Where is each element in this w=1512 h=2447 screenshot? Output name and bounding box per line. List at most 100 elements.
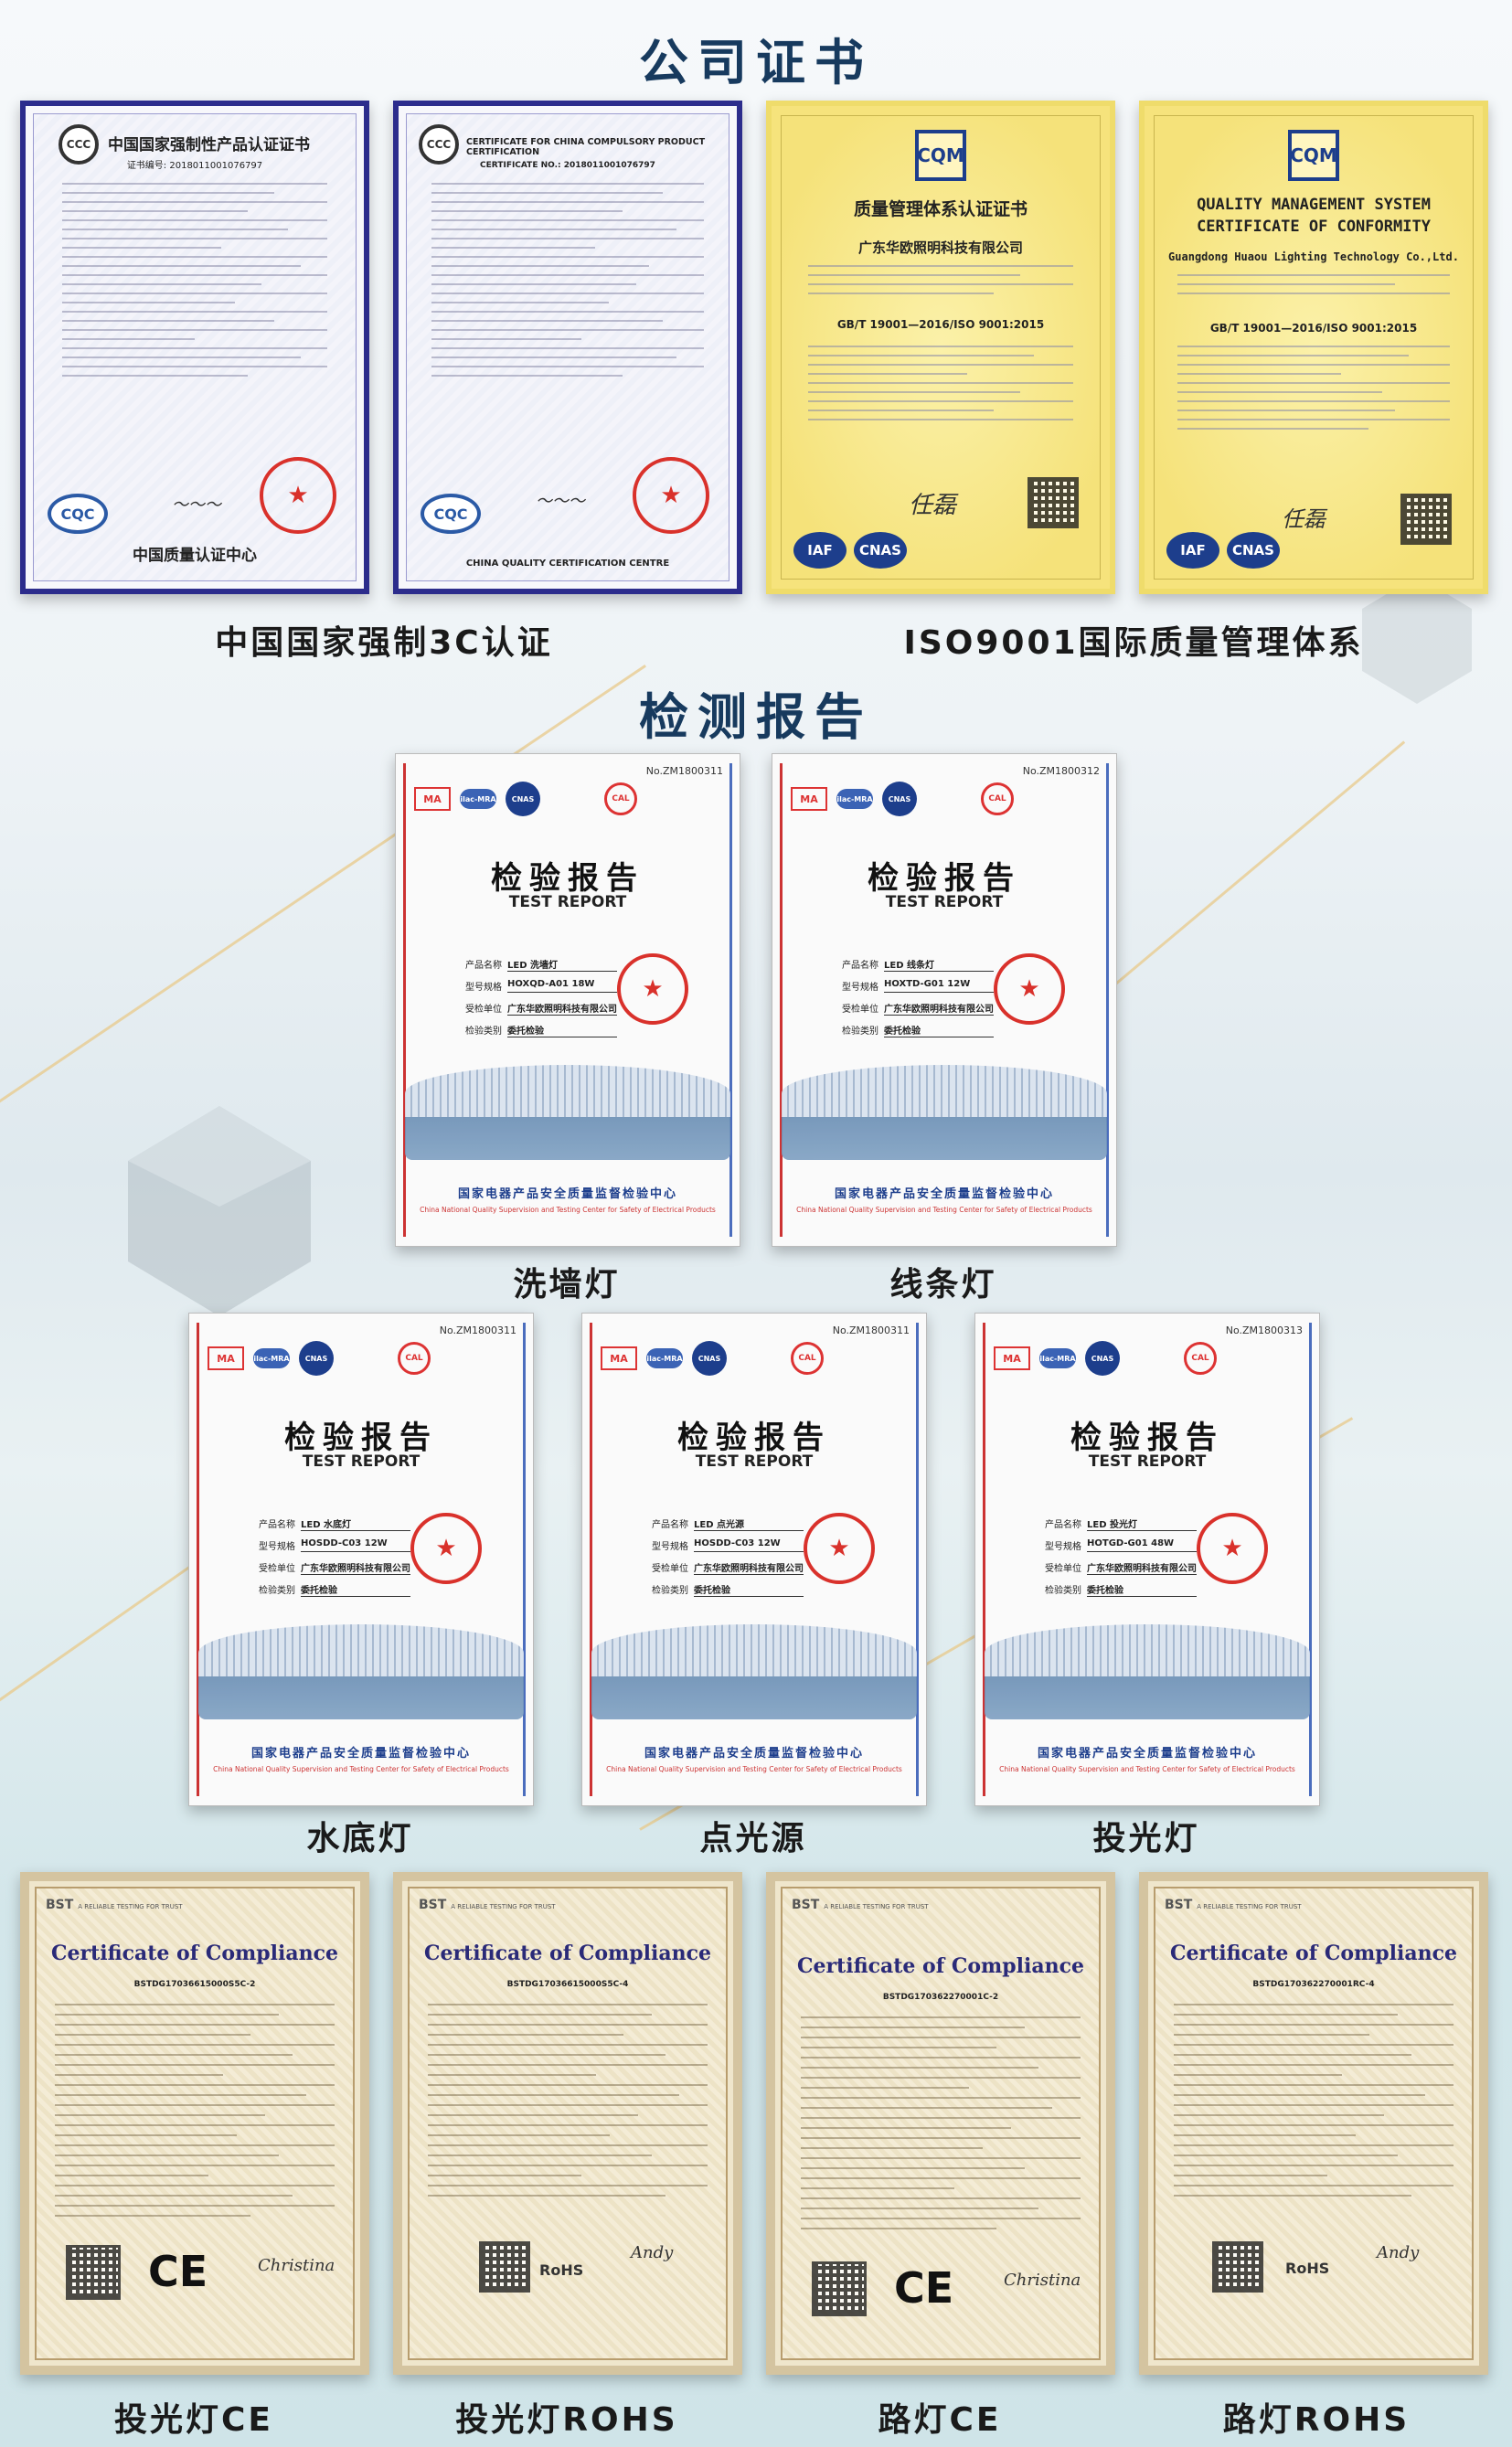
caption-point-light: 点光源 — [699, 1820, 807, 1857]
report-center-name: 国家电器产品安全质量监督检验中心 — [457, 1187, 677, 1201]
red-seal-icon: ★ — [1197, 1513, 1268, 1584]
iso-cn-title: 质量管理体系认证证书 — [853, 199, 1028, 219]
ccc-cn-cert-no: 证书编号: 2018011001076797 — [126, 161, 263, 171]
compliance-cert-floodlight-ce: BST A RELIABLE TESTING FOR TRUST Certifi… — [20, 1872, 369, 2375]
building-photo — [405, 1065, 730, 1160]
cal-logo-icon: CAL — [398, 1342, 431, 1375]
report-subtitle: TEST REPORT — [695, 1452, 814, 1471]
iso-certificate-en: CQM QUALITY MANAGEMENT SYSTEM CERTIFICAT… — [1139, 101, 1488, 594]
field-client: 受检单位广东华欧照明科技有限公司 — [465, 1001, 617, 1016]
report-center-name: 国家电器产品安全质量监督检验中心 — [250, 1747, 471, 1761]
cnas-logo-icon: CNAS — [299, 1341, 334, 1376]
red-seal-icon: ★ — [994, 953, 1065, 1025]
field-client: 受检单位广东华欧照明科技有限公司 — [652, 1560, 804, 1575]
compliance-cert-no: BSTDG17036615000S5C-2 — [133, 1980, 256, 1989]
bst-logo-icon: BST A RELIABLE TESTING FOR TRUST — [46, 1898, 183, 1912]
test-report-flood-light: No.ZM1800313 MA ilac-MRA CNAS CAL 检验报告 T… — [974, 1313, 1320, 1806]
signature: Andy — [1377, 2243, 1420, 2262]
report-subtitle: TEST REPORT — [885, 893, 1004, 911]
rohs-mark-icon: RoHS — [1285, 2260, 1330, 2277]
report-number: No.ZM1800313 — [1225, 1325, 1303, 1336]
bst-logo-icon: BST A RELIABLE TESTING FOR TRUST — [419, 1898, 556, 1912]
compliance-title: Certificate of Compliance — [796, 1954, 1085, 1978]
qr-code-icon — [66, 2245, 121, 2300]
caption-linear-light: 线条灯 — [889, 1266, 997, 1303]
cma-logo-icon: MA — [208, 1346, 244, 1370]
field-type: 检验类别委托检验 — [465, 1023, 617, 1037]
cal-logo-icon: CAL — [791, 1342, 824, 1375]
caption-underwater-light: 水底灯 — [306, 1820, 414, 1857]
report-number: No.ZM1800311 — [439, 1325, 516, 1336]
qr-code-icon — [1028, 477, 1079, 528]
cnas-logo-icon: CNAS — [692, 1341, 727, 1376]
test-report-wall-washer: No.ZM1800311 MA ilac-MRA CNAS CAL 检验报告 T… — [395, 753, 740, 1247]
caption-streetlight-ce: 路灯CE — [878, 2401, 1002, 2439]
caption-streetlight-rohs: 路灯ROHS — [1222, 2401, 1411, 2439]
cal-logo-icon: CAL — [604, 782, 637, 815]
caption-floodlight-ce: 投光灯CE — [113, 2401, 273, 2439]
iso-en-body-text — [1177, 274, 1450, 302]
caption-flood-light: 投光灯 — [1092, 1820, 1200, 1857]
ccc-cn-footer: 中国质量认证中心 — [133, 547, 257, 565]
caption-floodlight-rohs: 投光灯ROHS — [455, 2401, 678, 2439]
report-subtitle: TEST REPORT — [1088, 1452, 1207, 1471]
compliance-title: Certificate of Compliance — [50, 1942, 339, 1965]
report-number: No.ZM1800311 — [645, 765, 723, 777]
compliance-body-text — [801, 2016, 1081, 2238]
ccc-logo-icon: CCC — [59, 124, 99, 165]
compliance-body-text — [428, 2004, 708, 2205]
report-number: No.ZM1800311 — [832, 1325, 910, 1336]
report-subtitle: TEST REPORT — [302, 1452, 421, 1471]
report-subtitle: TEST REPORT — [508, 893, 627, 911]
test-report-point-light: No.ZM1800311 MA ilac-MRA CNAS CAL 检验报告 T… — [581, 1313, 927, 1806]
signature: 任磊 — [909, 492, 957, 519]
ce-mark-icon: CE — [148, 2247, 208, 2296]
rohs-mark-icon: RoHS — [539, 2261, 584, 2279]
report-title: 检验报告 — [284, 1420, 438, 1456]
signature: 〜〜〜 — [172, 495, 221, 515]
compliance-cert-no: BSTDG17036615000S5C-4 — [506, 1980, 629, 1989]
compliance-cert-streetlight-rohs: BST A RELIABLE TESTING FOR TRUST Certifi… — [1139, 1872, 1488, 2375]
accreditation-logos: MA ilac-MRA CNAS CAL — [994, 1341, 1217, 1376]
compliance-title: Certificate of Compliance — [423, 1942, 712, 1965]
accreditation-logos: MA ilac-MRA CNAS CAL — [414, 782, 637, 816]
caption-wall-washer: 洗墙灯 — [513, 1266, 621, 1303]
field-client: 受检单位广东华欧照明科技有限公司 — [259, 1560, 410, 1575]
report-center-name-en: China National Quality Supervision and T… — [796, 1206, 1092, 1214]
iso-cn-company: 广东华欧照明科技有限公司 — [857, 239, 1023, 256]
qr-code-icon — [1212, 2241, 1263, 2293]
compliance-cert-no: BSTDG170362270001RC-4 — [1252, 1980, 1375, 1989]
report-center-name: 国家电器产品安全质量监督检验中心 — [1037, 1747, 1257, 1761]
qr-code-icon — [1400, 494, 1452, 545]
cnas-logo-icon: CNAS — [882, 782, 917, 816]
cnas-logo-icon: CNAS — [854, 532, 907, 569]
iso-en-title-2: CERTIFICATE OF CONFORMITY — [1197, 218, 1431, 236]
building-photo — [985, 1624, 1310, 1719]
ilac-logo-icon: ilac-MRA — [253, 1348, 290, 1368]
section-title-company-certificates: 公司证书 — [639, 34, 873, 91]
cma-logo-icon: MA — [994, 1346, 1030, 1370]
section-title-test-reports: 检测报告 — [639, 688, 873, 746]
accreditation-logos: MA ilac-MRA CNAS CAL — [791, 782, 1014, 816]
field-type: 检验类别委托检验 — [1045, 1582, 1197, 1597]
report-center-name: 国家电器产品安全质量监督检验中心 — [644, 1747, 864, 1761]
compliance-body-text — [55, 2004, 335, 2225]
cqm-logo-icon: CQM — [915, 130, 966, 181]
report-center-name-en: China National Quality Supervision and T… — [420, 1206, 716, 1214]
report-title: 检验报告 — [677, 1420, 831, 1456]
caption-ccc: 中国国家强制3C认证 — [215, 624, 553, 662]
field-type: 检验类别委托检验 — [259, 1582, 410, 1597]
report-title: 检验报告 — [491, 860, 644, 897]
ccc-en-title: CERTIFICATE FOR CHINA COMPULSORY PRODUCT… — [466, 137, 706, 157]
cnas-logo-icon: CNAS — [1085, 1341, 1120, 1376]
cma-logo-icon: MA — [414, 787, 451, 811]
bst-logo-icon: BST A RELIABLE TESTING FOR TRUST — [792, 1898, 929, 1912]
field-client: 受检单位广东华欧照明科技有限公司 — [842, 1001, 994, 1016]
field-type: 检验类别委托检验 — [652, 1582, 804, 1597]
